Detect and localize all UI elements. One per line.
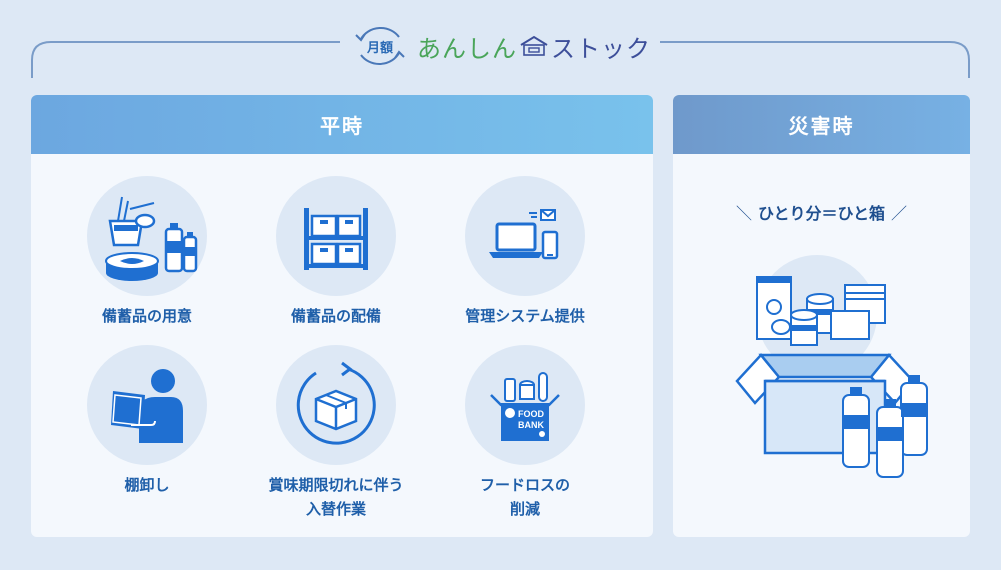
monthly-badge: 月額 bbox=[349, 21, 411, 71]
storage-shelf-icon bbox=[304, 208, 368, 270]
item-label: 棚卸し bbox=[124, 476, 170, 494]
item-label: 賞味期限切れに伴う 入替作業 bbox=[241, 473, 431, 521]
item-food-loss-reduction: FOOD BANK フードロスの 削減 bbox=[430, 345, 620, 521]
food-bank-text-1: FOOD bbox=[518, 409, 544, 419]
stockpile-food-icon bbox=[105, 196, 198, 281]
item-label: 管理システム提供 bbox=[465, 307, 585, 325]
laptop-phone-icon bbox=[489, 209, 559, 260]
person-box-icon bbox=[111, 369, 183, 443]
item-label: 備蓄品の配備 bbox=[290, 307, 381, 325]
item-label-line2: 削減 bbox=[509, 500, 540, 518]
tagline-text: ひとり分＝ひと箱 bbox=[757, 204, 886, 223]
tagline: ＼ ひとり分＝ひと箱 ／ bbox=[673, 200, 970, 224]
normal-times-title: 平時 bbox=[31, 95, 653, 154]
item-inventory: 棚卸し bbox=[52, 345, 242, 497]
emergency-box-icon bbox=[735, 276, 928, 478]
monthly-label: 月額 bbox=[366, 40, 393, 56]
item-label: 備蓄品の用意 bbox=[101, 307, 192, 325]
item-stock-preparation: 備蓄品の用意 bbox=[52, 176, 242, 328]
food-bank-text-2: BANK bbox=[518, 420, 544, 430]
item-expiry-replacement: 賞味期限切れに伴う 入替作業 bbox=[241, 345, 431, 521]
normal-times-panel: 平時 備蓄品の用意 bbox=[31, 95, 653, 537]
item-management-system: 管理システム提供 bbox=[430, 176, 620, 328]
box-rotation-icon bbox=[296, 361, 376, 445]
disaster-title: 災害時 bbox=[673, 95, 970, 154]
item-label: フードロスの 削減 bbox=[430, 473, 620, 521]
disaster-panel: 災害時 ＼ ひとり分＝ひと箱 ／ bbox=[673, 95, 970, 537]
house-icon bbox=[520, 35, 548, 56]
item-stock-deployment: 備蓄品の配備 bbox=[241, 176, 431, 328]
tagline-slash-right: ／ bbox=[891, 204, 908, 223]
logo-text-anshin: あんしん bbox=[417, 34, 517, 63]
item-label-line1: 賞味期限切れに伴う bbox=[268, 476, 404, 494]
food-bank-box-icon: FOOD BANK bbox=[490, 372, 560, 441]
tagline-slash-left: ＼ bbox=[735, 204, 752, 223]
service-logo: 月額 あんしん ストック bbox=[340, 16, 660, 76]
cycle-arrows-icon bbox=[355, 27, 405, 65]
logo-text-stock: ストック bbox=[551, 34, 651, 63]
item-label-line1: フードロスの bbox=[479, 476, 570, 494]
item-label-line2: 入替作業 bbox=[305, 500, 366, 518]
